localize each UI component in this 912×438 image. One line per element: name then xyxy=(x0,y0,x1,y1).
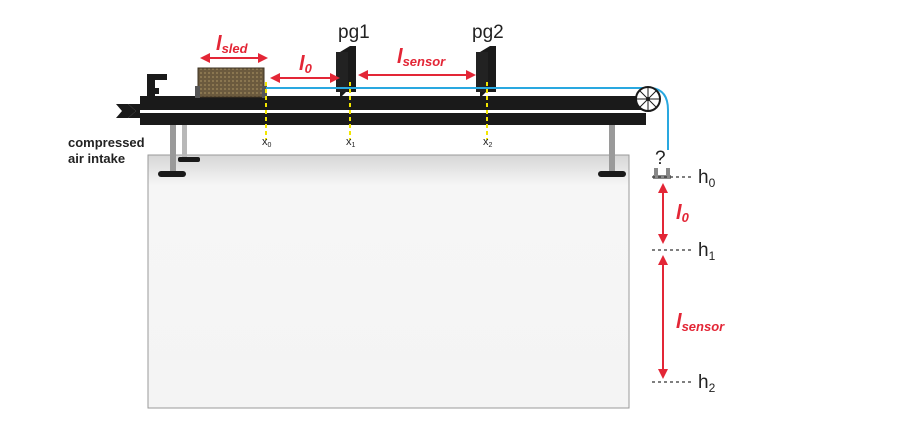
table xyxy=(147,154,630,409)
h2-label: h2 xyxy=(698,372,716,395)
sled xyxy=(197,67,265,98)
x1-label: x1 xyxy=(346,136,356,149)
l-sensor-arrow xyxy=(358,70,476,80)
intake-label-line2: air intake xyxy=(68,151,125,166)
pg2-label: pg2 xyxy=(472,22,504,43)
pg1-label: pg1 xyxy=(338,22,370,43)
l-sensor-label: lsensor xyxy=(397,46,446,69)
h0-label: h0 xyxy=(698,167,716,190)
intake-label-line1: compressed xyxy=(68,135,145,150)
air-track xyxy=(140,74,646,125)
right-lsensor-arrow xyxy=(658,255,668,379)
h1-label: h1 xyxy=(698,240,716,263)
track-legs xyxy=(158,125,626,177)
x2-label: x2 xyxy=(483,136,493,149)
x0-label: x0 xyxy=(262,136,272,149)
right-l0-arrow xyxy=(658,183,668,244)
l0-arrow xyxy=(270,73,340,83)
photogate-pg2 xyxy=(476,46,496,98)
question-mark: ? xyxy=(655,148,666,169)
photogate-pg1 xyxy=(336,46,356,98)
l-sled-arrow xyxy=(200,53,268,63)
right-l0-label: l0 xyxy=(676,202,690,225)
pulley xyxy=(635,86,661,112)
air-inlet xyxy=(116,104,140,118)
right-lsensor-label: lsensor xyxy=(676,311,725,334)
l-sled-label: lsled xyxy=(216,33,249,56)
hanging-mass xyxy=(653,168,671,179)
l0-label: l0 xyxy=(299,53,313,76)
